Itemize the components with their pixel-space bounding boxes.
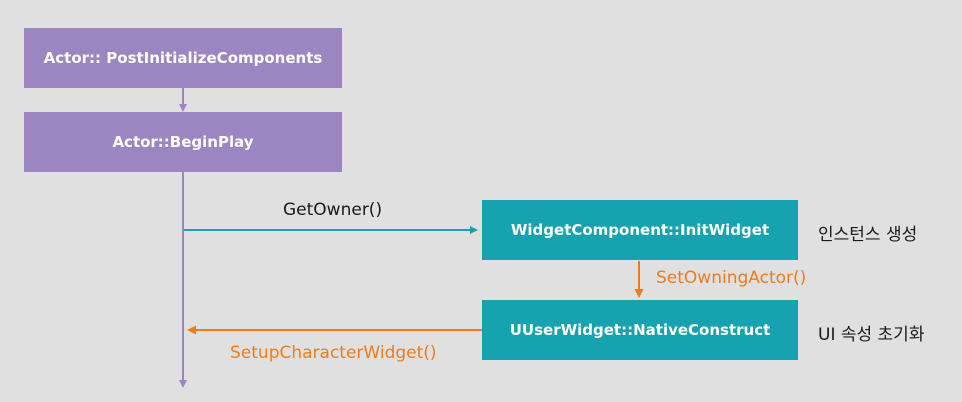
native-construct-box: UUserWidget::NativeConstruct <box>482 300 798 360</box>
post-initialize-components-box: Actor:: PostInitializeComponents <box>24 28 342 88</box>
post-initialize-components-label: Actor:: PostInitializeComponents <box>43 49 323 67</box>
init-ui-props-note: UI 속성 초기화 <box>818 325 925 345</box>
native-construct-label: UUserWidget::NativeConstruct <box>509 321 771 339</box>
set-owning-actor-label: SetOwningActor() <box>656 268 807 288</box>
setup-character-widget-label: SetupCharacterWidget() <box>230 343 437 363</box>
begin-play-box: Actor::BeginPlay <box>24 112 342 172</box>
create-instance-note: 인스턴스 생성 <box>818 225 918 245</box>
get-owner-label: GetOwner() <box>283 200 383 220</box>
init-widget-box: WidgetComponent::InitWidget <box>482 200 798 260</box>
begin-play-label: Actor::BeginPlay <box>112 133 254 151</box>
init-widget-label: WidgetComponent::InitWidget <box>510 221 770 239</box>
